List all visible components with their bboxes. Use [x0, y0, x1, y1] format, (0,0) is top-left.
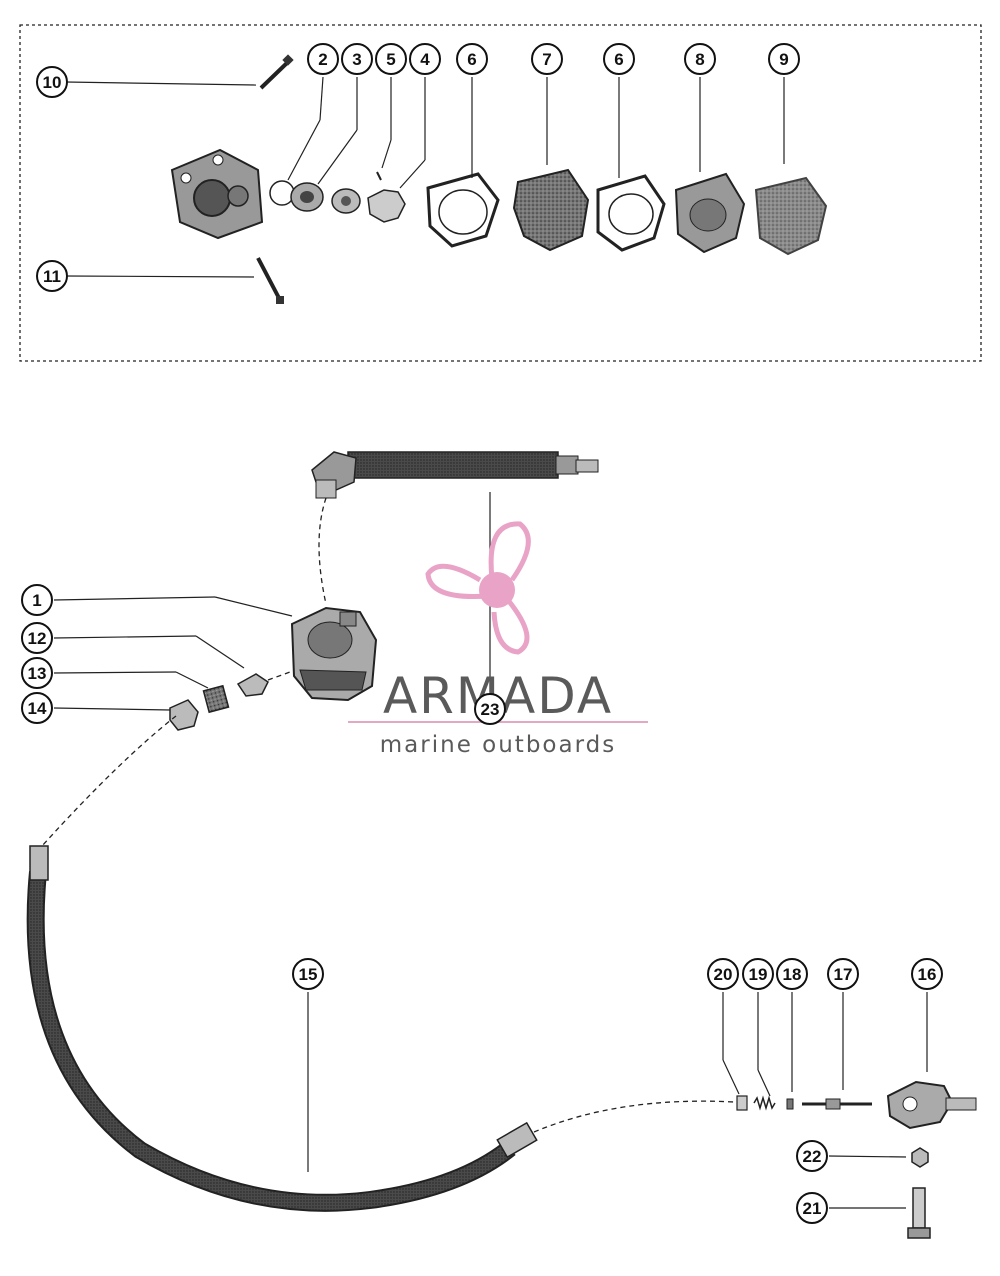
leader-lines-lower: [53, 492, 928, 1209]
pump-cover-part-8: [674, 172, 746, 254]
svg-text:13: 13: [28, 664, 47, 683]
callout-16: 16: [911, 958, 943, 990]
svg-text:3: 3: [352, 50, 361, 69]
ball-part-18: [786, 1098, 794, 1110]
svg-text:14: 14: [28, 699, 47, 718]
gasket-plate-part-9: [754, 176, 828, 256]
svg-text:5: 5: [386, 50, 395, 69]
callout-11: 11: [36, 260, 68, 292]
svg-text:15: 15: [299, 965, 318, 984]
svg-text:11: 11: [43, 267, 61, 286]
callout-22: 22: [796, 1140, 828, 1172]
pump-parts-group-box: [19, 24, 982, 362]
svg-text:23: 23: [481, 700, 500, 719]
bolt-part-21: [907, 1187, 931, 1239]
svg-text:1: 1: [32, 591, 41, 610]
callout-13: 13: [21, 657, 53, 689]
retainer-part-4: [367, 189, 406, 223]
nut-part-14: [169, 699, 199, 731]
callout-4: 4: [409, 43, 441, 75]
connection-lines: [41, 497, 735, 1133]
fuel-line-elbow-part-23: [311, 451, 599, 499]
fuel-pump-part-1: [290, 606, 378, 702]
callout-15: 15: [292, 958, 324, 990]
watermark-subtitle: marine outboards: [380, 732, 616, 758]
callout-23: 23: [474, 693, 506, 725]
callout-18: 18: [776, 958, 808, 990]
svg-text:2: 2: [318, 50, 327, 69]
callout-5: 5: [375, 43, 407, 75]
fuel-hose-part-15: [26, 845, 538, 1212]
svg-text:6: 6: [614, 50, 623, 69]
gasket-part-6b: [596, 174, 666, 252]
callout-12: 12: [21, 622, 53, 654]
valve-body-part-16: [886, 1080, 977, 1130]
leader-lines-top: [65, 76, 785, 278]
svg-text:10: 10: [43, 73, 62, 92]
callout-10: 10: [36, 66, 68, 98]
callout-2: 2: [307, 43, 339, 75]
screw-part-11: [256, 257, 284, 304]
spring-part-19: [753, 1095, 776, 1111]
nut-part-22: [911, 1147, 929, 1168]
svg-text:20: 20: [714, 965, 733, 984]
callout-3: 3: [341, 43, 373, 75]
valve-part-3b: [331, 188, 361, 214]
svg-text:7: 7: [542, 50, 551, 69]
callout-21: 21: [796, 1192, 828, 1224]
svg-text:9: 9: [779, 50, 788, 69]
callout-8: 8: [684, 43, 716, 75]
svg-text:19: 19: [749, 965, 768, 984]
svg-text:12: 12: [28, 629, 47, 648]
gasket-part-6a: [426, 172, 500, 248]
svg-text:8: 8: [695, 50, 704, 69]
seat-part-20: [736, 1095, 748, 1111]
svg-text:18: 18: [783, 965, 802, 984]
diaphragm-part-7: [512, 168, 590, 252]
callout-6a: 6: [456, 43, 488, 75]
callout-17: 17: [827, 958, 859, 990]
callout-6b: 6: [603, 43, 635, 75]
callout-19: 19: [742, 958, 774, 990]
callout-7: 7: [531, 43, 563, 75]
screw-part-10: [259, 54, 294, 90]
callout-1: 1: [21, 584, 53, 616]
propeller-logo-icon: [425, 521, 531, 655]
svg-text:6: 6: [467, 50, 476, 69]
callout-9: 9: [768, 43, 800, 75]
svg-text:16: 16: [918, 965, 937, 984]
svg-text:21: 21: [803, 1199, 822, 1218]
fitting-part-12: [236, 673, 269, 697]
filter-part-13: [202, 684, 230, 714]
armada-watermark: ARMADA marine outboards: [348, 521, 648, 758]
check-valve-disc-part-2: [269, 180, 295, 206]
svg-text:22: 22: [803, 1147, 822, 1166]
svg-text:17: 17: [834, 965, 853, 984]
screw-part-5: [376, 171, 382, 181]
needle-part-17: [802, 1098, 872, 1110]
pump-base-part: [170, 148, 264, 240]
svg-text:4: 4: [420, 50, 430, 69]
valve-part-3: [290, 182, 324, 212]
callout-14: 14: [21, 692, 53, 724]
callout-20: 20: [707, 958, 739, 990]
